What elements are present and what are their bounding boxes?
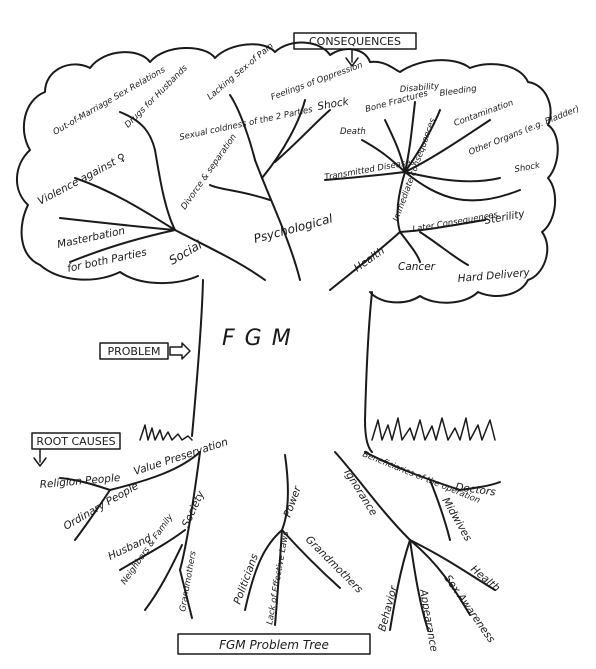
roots xyxy=(59,451,501,631)
psych-item-oppression: Feelings of Oppression xyxy=(270,60,364,103)
psych-item-divorce: Divorce & separation xyxy=(179,132,239,211)
health-item-death: Death xyxy=(340,127,366,137)
health-item-cancer: Cancer xyxy=(398,261,436,273)
canopy-outline xyxy=(15,41,559,304)
health-item-shock: Shock xyxy=(514,160,542,174)
trunk-left-edge xyxy=(191,279,204,437)
trunk-title: FGM xyxy=(222,326,301,351)
canopy-bottom-left xyxy=(39,264,199,284)
root-ignorance-label: Ignorance xyxy=(341,467,379,518)
root-item-health: Health xyxy=(468,563,502,594)
grass-left xyxy=(139,424,193,441)
psych-item-shock: Shock xyxy=(316,95,350,112)
health-item-hard-delivery: Hard Delivery xyxy=(457,267,531,285)
root-beneficiaries-label: Beneficiaries of the operation xyxy=(361,450,482,506)
root-society-label: Society xyxy=(180,489,208,530)
consequences-box xyxy=(293,32,417,50)
root-item-doctors: Doctors xyxy=(455,481,497,499)
footer-title-box xyxy=(177,633,371,655)
root-causes-label: ROOT CAUSES xyxy=(36,435,115,448)
branches-upper xyxy=(59,94,521,291)
root-item-politicians: Politicians xyxy=(232,552,262,606)
problem-box xyxy=(99,342,169,360)
footer-title: FGM Problem Tree xyxy=(219,638,329,652)
health-item-disability: Disability xyxy=(399,82,440,95)
root-item-appearance: Appearance xyxy=(417,587,440,652)
grass-right xyxy=(371,417,496,441)
problem-arrow xyxy=(169,342,191,360)
social-item-both-parties: for both Parties xyxy=(66,246,148,275)
social-item-masterbation: Masterbation xyxy=(56,225,126,251)
trunk-right-edge xyxy=(364,291,373,453)
health-label: Health xyxy=(352,245,387,275)
consequences-arrow xyxy=(345,49,359,67)
health-item-bleeding: Bleeding xyxy=(439,84,478,99)
social-label: Social xyxy=(167,237,205,267)
root-causes-arrow xyxy=(33,449,47,467)
root-item-behavior: Behavior xyxy=(376,584,400,633)
psych-item-lacking-sex: Lacking Sex-of Pain xyxy=(206,41,276,102)
root-power-label: Power xyxy=(282,484,304,519)
root-item-grandmothers-society: Grandmothers xyxy=(178,550,199,613)
social-item-violence: Violence against ♀ xyxy=(36,151,128,208)
psychological-label: Psychological xyxy=(252,211,335,246)
root-item-religion-people: Religion People xyxy=(39,472,121,491)
root-causes-box xyxy=(31,432,121,450)
psych-item-sexual-coldness: Sexual coldness of the 2 Parties xyxy=(179,105,315,143)
root-value-preservation-label: Value Preservation xyxy=(132,436,229,478)
consequences-label: CONSEQUENCES xyxy=(309,35,401,48)
root-item-grandmothers-power: Grandmothers xyxy=(303,534,366,597)
problem-label: PROBLEM xyxy=(107,345,160,358)
